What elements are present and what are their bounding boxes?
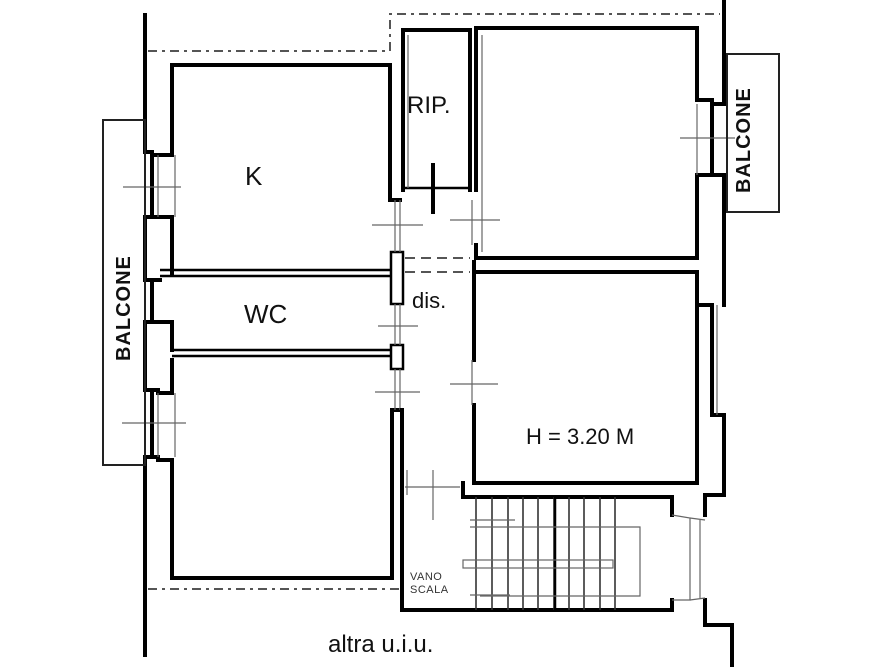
kitchen-walls xyxy=(170,63,402,202)
room-label-hallway: dis. xyxy=(412,288,447,313)
bedroom-top-right-walls xyxy=(450,26,735,260)
wc-partitions xyxy=(160,268,392,358)
storage-walls xyxy=(401,28,472,214)
stairwell-label-line2: SCALA xyxy=(410,584,449,596)
bedroom-left-walls xyxy=(170,408,404,580)
balcony-left-outline xyxy=(102,119,146,466)
balcony-right-outline xyxy=(726,53,780,213)
bedroom-bottom-right-walls xyxy=(450,260,726,485)
adjacent-unit-label: altra u.i.u. xyxy=(328,631,434,658)
hallway-walls xyxy=(372,200,460,612)
stairwell-label-line1: VANO xyxy=(410,571,443,583)
stairwell xyxy=(400,481,706,612)
room-label-wc: WC xyxy=(244,299,288,329)
hallway-dashes xyxy=(405,257,470,273)
ceiling-height-label: H = 3.20 M xyxy=(526,424,635,449)
room-label-kitchen: K xyxy=(245,161,263,191)
balcony-left-label: BALCONE xyxy=(113,255,135,361)
property-boundary xyxy=(148,13,720,590)
room-label-storage: RIP. xyxy=(407,92,451,119)
balcony-right-label: BALCONE xyxy=(733,87,755,193)
